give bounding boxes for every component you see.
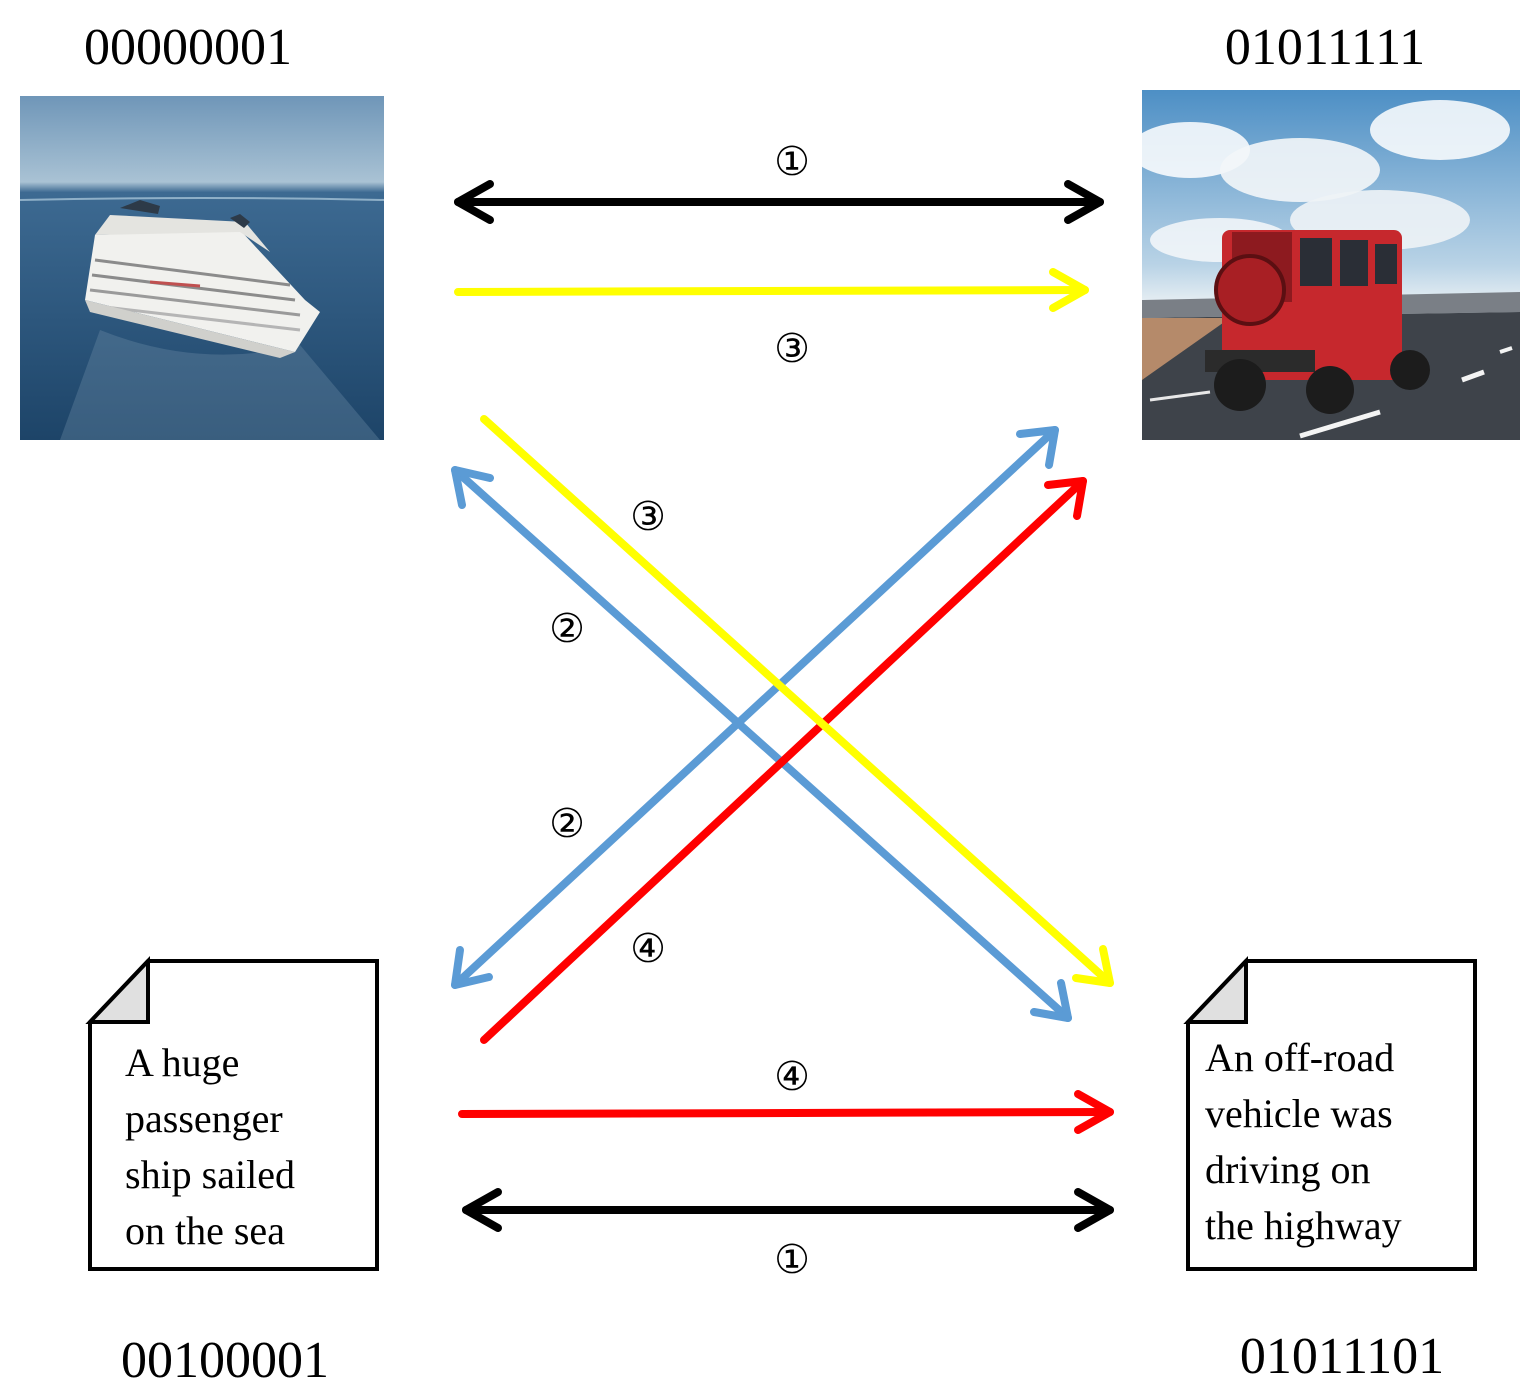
- arrow-3-top: [454, 268, 1089, 312]
- doc-car-line-4: the highway: [1205, 1203, 1402, 1248]
- arrow-4-bottom: [458, 1090, 1114, 1134]
- ship-text-document: A huge passenger ship sailed on the sea: [85, 955, 379, 1271]
- arrow-4-diag: [480, 477, 1087, 1044]
- arrow-1-bottom: [462, 1188, 1114, 1232]
- car-image: [1130, 90, 1520, 440]
- doc-ship-line-3: ship sailed: [125, 1152, 295, 1197]
- arrow-3-diag: [480, 415, 1114, 987]
- label-3-top: ③: [774, 326, 810, 372]
- code-car-image: 01011111: [1225, 19, 1425, 76]
- code-ship-text: 00100001: [121, 1332, 329, 1389]
- arrow-2-diag-up: [451, 426, 1059, 989]
- code-car-text: 01011101: [1240, 1328, 1444, 1385]
- label-1-bottom: ①: [774, 1237, 810, 1283]
- doc-ship-line-4: on the sea: [125, 1208, 285, 1253]
- label-4-diag: ④: [630, 926, 666, 972]
- doc-car-line-2: vehicle was: [1205, 1091, 1393, 1136]
- car-text-document: An off-road vehicle was driving on the h…: [1183, 955, 1477, 1271]
- doc-ship-line-1: A huge: [125, 1040, 239, 1085]
- label-2-diag-upper: ②: [549, 606, 585, 652]
- doc-car-line-1: An off-road: [1205, 1035, 1394, 1080]
- label-4-bottom: ④: [774, 1054, 810, 1100]
- doc-ship-line-2: passenger: [125, 1096, 283, 1141]
- code-ship-image: 00000001: [84, 19, 292, 76]
- label-2-diag-lower: ②: [549, 801, 585, 847]
- ship-image: [19, 96, 385, 440]
- doc-car-line-3: driving on: [1205, 1147, 1371, 1192]
- label-1-top: ①: [774, 139, 810, 185]
- label-3-diag: ③: [630, 494, 666, 540]
- arrow-1-top: [454, 180, 1104, 224]
- arrow-2-diag-down: [451, 466, 1072, 1022]
